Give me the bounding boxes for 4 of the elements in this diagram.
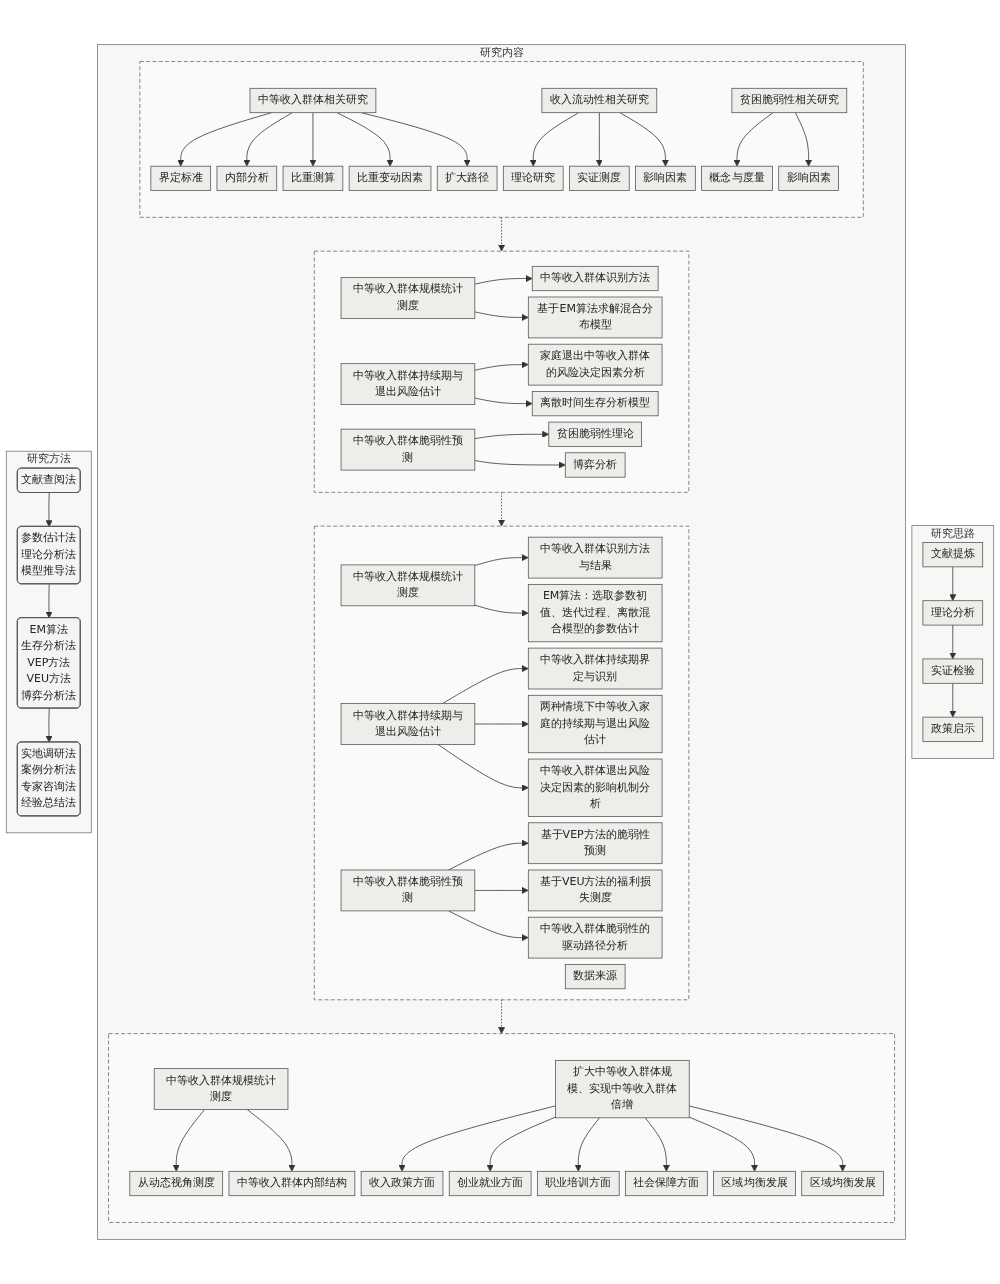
cluster [313,525,690,1001]
cluster [139,61,864,218]
cluster [108,1033,895,1223]
cluster [313,250,690,493]
